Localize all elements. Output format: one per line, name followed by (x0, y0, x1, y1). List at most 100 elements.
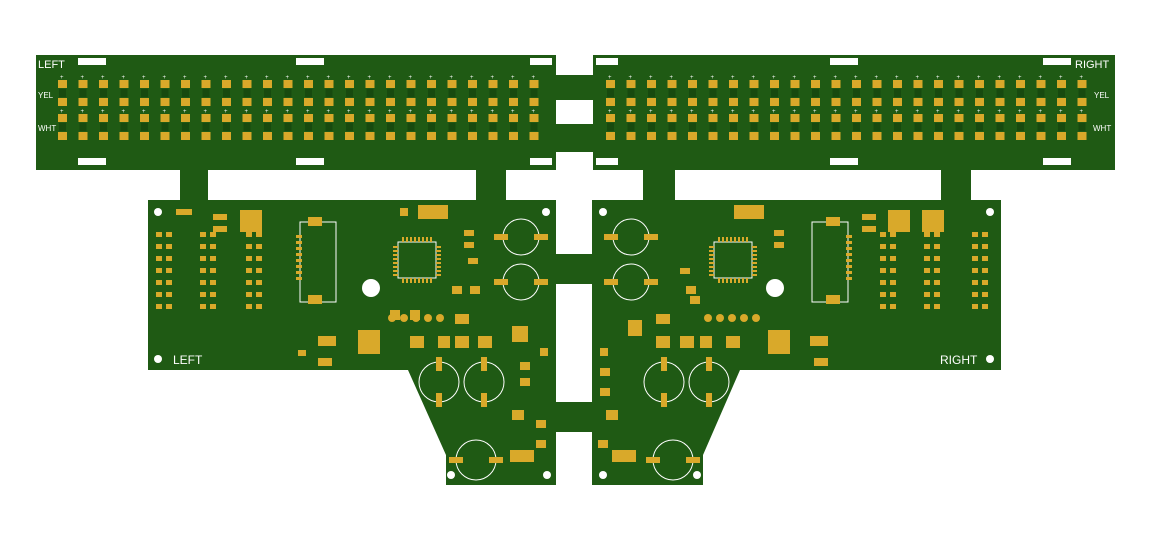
svg-text:+: + (916, 75, 920, 81)
label-wht-left: WHT (38, 124, 56, 133)
svg-text:+: + (690, 75, 694, 81)
led-footprint: + (729, 109, 738, 140)
center-bridge-mid (556, 254, 592, 284)
led-footprint: + (181, 75, 190, 106)
svg-text:+: + (936, 75, 940, 81)
led-footprint: + (58, 109, 67, 140)
led-footprint: + (667, 109, 677, 140)
svg-text:+: + (429, 75, 433, 81)
led-footprint: + (831, 75, 841, 106)
led-footprint: + (427, 75, 436, 106)
svg-text:+: + (936, 109, 940, 115)
label-yel-right: YEL (1094, 91, 1110, 100)
led-footprint: + (78, 109, 88, 140)
right-main-board (592, 200, 1001, 485)
led-footprint: + (647, 75, 656, 106)
led-footprint: + (386, 109, 395, 140)
led-footprint: + (58, 75, 67, 106)
mounting-holes (154, 208, 994, 479)
svg-text:+: + (875, 109, 879, 115)
led-footprint: + (447, 75, 457, 106)
svg-text:+: + (1039, 109, 1043, 115)
svg-text:+: + (1018, 75, 1022, 81)
svg-text:+: + (608, 75, 612, 81)
svg-text:+: + (511, 109, 515, 115)
svg-text:+: + (834, 109, 838, 115)
svg-text:+: + (1059, 75, 1063, 81)
led-footprint: + (304, 109, 313, 140)
svg-text:+: + (977, 109, 981, 115)
label-lower-left: LEFT (173, 353, 203, 367)
center-bridge-top (556, 75, 593, 100)
svg-text:+: + (957, 109, 961, 115)
svg-text:+: + (532, 75, 536, 81)
led-footprint: + (1036, 109, 1046, 140)
led-footprint: + (160, 109, 170, 140)
svg-text:+: + (286, 75, 290, 81)
label-wht-right: WHT (1093, 124, 1111, 133)
led-footprint: + (626, 109, 636, 140)
svg-text:+: + (224, 109, 228, 115)
led-footprint: + (345, 109, 354, 140)
svg-text:+: + (60, 75, 64, 81)
led-footprint: + (975, 75, 984, 106)
led-footprint: + (427, 109, 436, 140)
svg-text:+: + (772, 109, 776, 115)
svg-text:+: + (649, 75, 653, 81)
led-footprint: + (770, 75, 779, 106)
led-footprint: + (667, 75, 677, 106)
led-footprint: + (811, 75, 820, 106)
svg-text:+: + (649, 109, 653, 115)
svg-text:+: + (1039, 75, 1043, 81)
svg-text:+: + (245, 75, 249, 81)
svg-text:+: + (690, 109, 694, 115)
svg-text:+: + (731, 109, 735, 115)
svg-text:+: + (670, 75, 674, 81)
led-footprint: + (1016, 75, 1025, 106)
led-footprint: + (708, 109, 718, 140)
led-footprint: + (975, 109, 984, 140)
svg-text:+: + (306, 109, 310, 115)
led-footprint: + (852, 109, 861, 140)
svg-text:+: + (204, 75, 208, 81)
led-footprint: + (140, 109, 149, 140)
led-footprint: + (626, 75, 636, 106)
led-footprint: + (529, 75, 539, 106)
led-footprint: + (688, 75, 697, 106)
svg-text:+: + (204, 109, 208, 115)
led-footprint: + (304, 75, 313, 106)
svg-text:+: + (81, 109, 85, 115)
svg-text:+: + (854, 109, 858, 115)
led-footprint: + (1077, 109, 1087, 140)
svg-text:+: + (731, 75, 735, 81)
led-footprint: + (160, 75, 170, 106)
led-footprint: + (708, 75, 718, 106)
svg-text:+: + (793, 109, 797, 115)
svg-text:+: + (306, 75, 310, 81)
svg-text:+: + (81, 75, 85, 81)
svg-text:+: + (854, 75, 858, 81)
silkscreen-labels: LEFT RIGHT YEL WHT YEL WHT LEFT RIGHT (38, 59, 1111, 367)
svg-text:+: + (101, 109, 105, 115)
svg-text:+: + (875, 75, 879, 81)
svg-text:+: + (409, 109, 413, 115)
svg-text:+: + (834, 75, 838, 81)
led-footprint: + (365, 109, 375, 140)
led-footprint: + (790, 109, 800, 140)
led-footprint: + (283, 75, 293, 106)
led-footprint: + (852, 75, 861, 106)
led-footprint: + (242, 75, 252, 106)
led-footprint: + (749, 75, 759, 106)
led-footprint: + (119, 75, 129, 106)
led-footprint: + (406, 109, 416, 140)
svg-text:+: + (977, 75, 981, 81)
svg-text:+: + (183, 109, 187, 115)
led-footprint: + (201, 75, 211, 106)
led-footprint: + (365, 75, 375, 106)
led-footprint: + (893, 75, 902, 106)
left-main-board (148, 200, 556, 485)
svg-text:+: + (183, 75, 187, 81)
svg-text:+: + (388, 109, 392, 115)
led-footprint: + (688, 109, 697, 140)
